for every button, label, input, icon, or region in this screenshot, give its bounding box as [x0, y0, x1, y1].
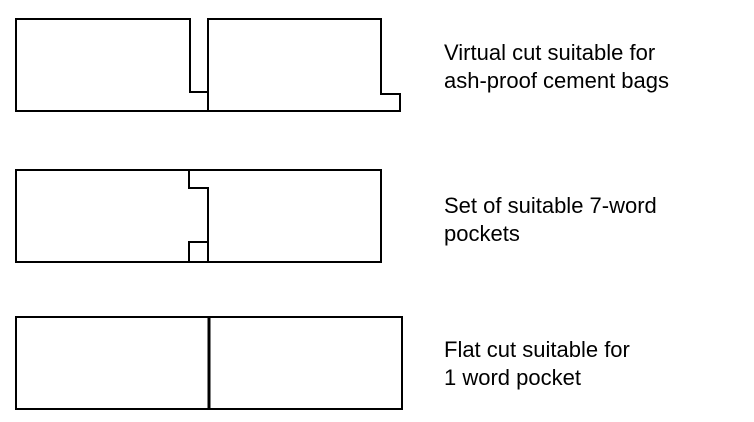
virtual-cut-caption-line-1: Virtual cut suitable for [444, 40, 656, 65]
virtual-cut-diagram [15, 18, 401, 112]
flat-cut-caption-line-2: 1 word pocket [444, 365, 581, 390]
set-cut-caption: Set of suitable 7-word pockets [444, 192, 657, 248]
set-cut-caption-line-1: Set of suitable 7-word [444, 193, 657, 218]
flat-cut-caption: Flat cut suitable for 1 word pocket [444, 336, 630, 392]
flat-cut-diagram [15, 316, 403, 410]
flat-cut-caption-line-1: Flat cut suitable for [444, 337, 630, 362]
virtual-cut-right-panel [207, 18, 401, 112]
set-cut-outer-panel [15, 169, 382, 263]
virtual-cut-caption-line-2: ash-proof cement bags [444, 68, 670, 93]
set-cut-pocket-notch [188, 170, 209, 262]
set-cut-diagram [15, 169, 382, 263]
set-cut-caption-line-2: pockets [444, 221, 520, 246]
virtual-cut-caption: Virtual cut suitable for ash-proof cemen… [444, 39, 669, 95]
virtual-cut-left-panel [15, 18, 209, 112]
